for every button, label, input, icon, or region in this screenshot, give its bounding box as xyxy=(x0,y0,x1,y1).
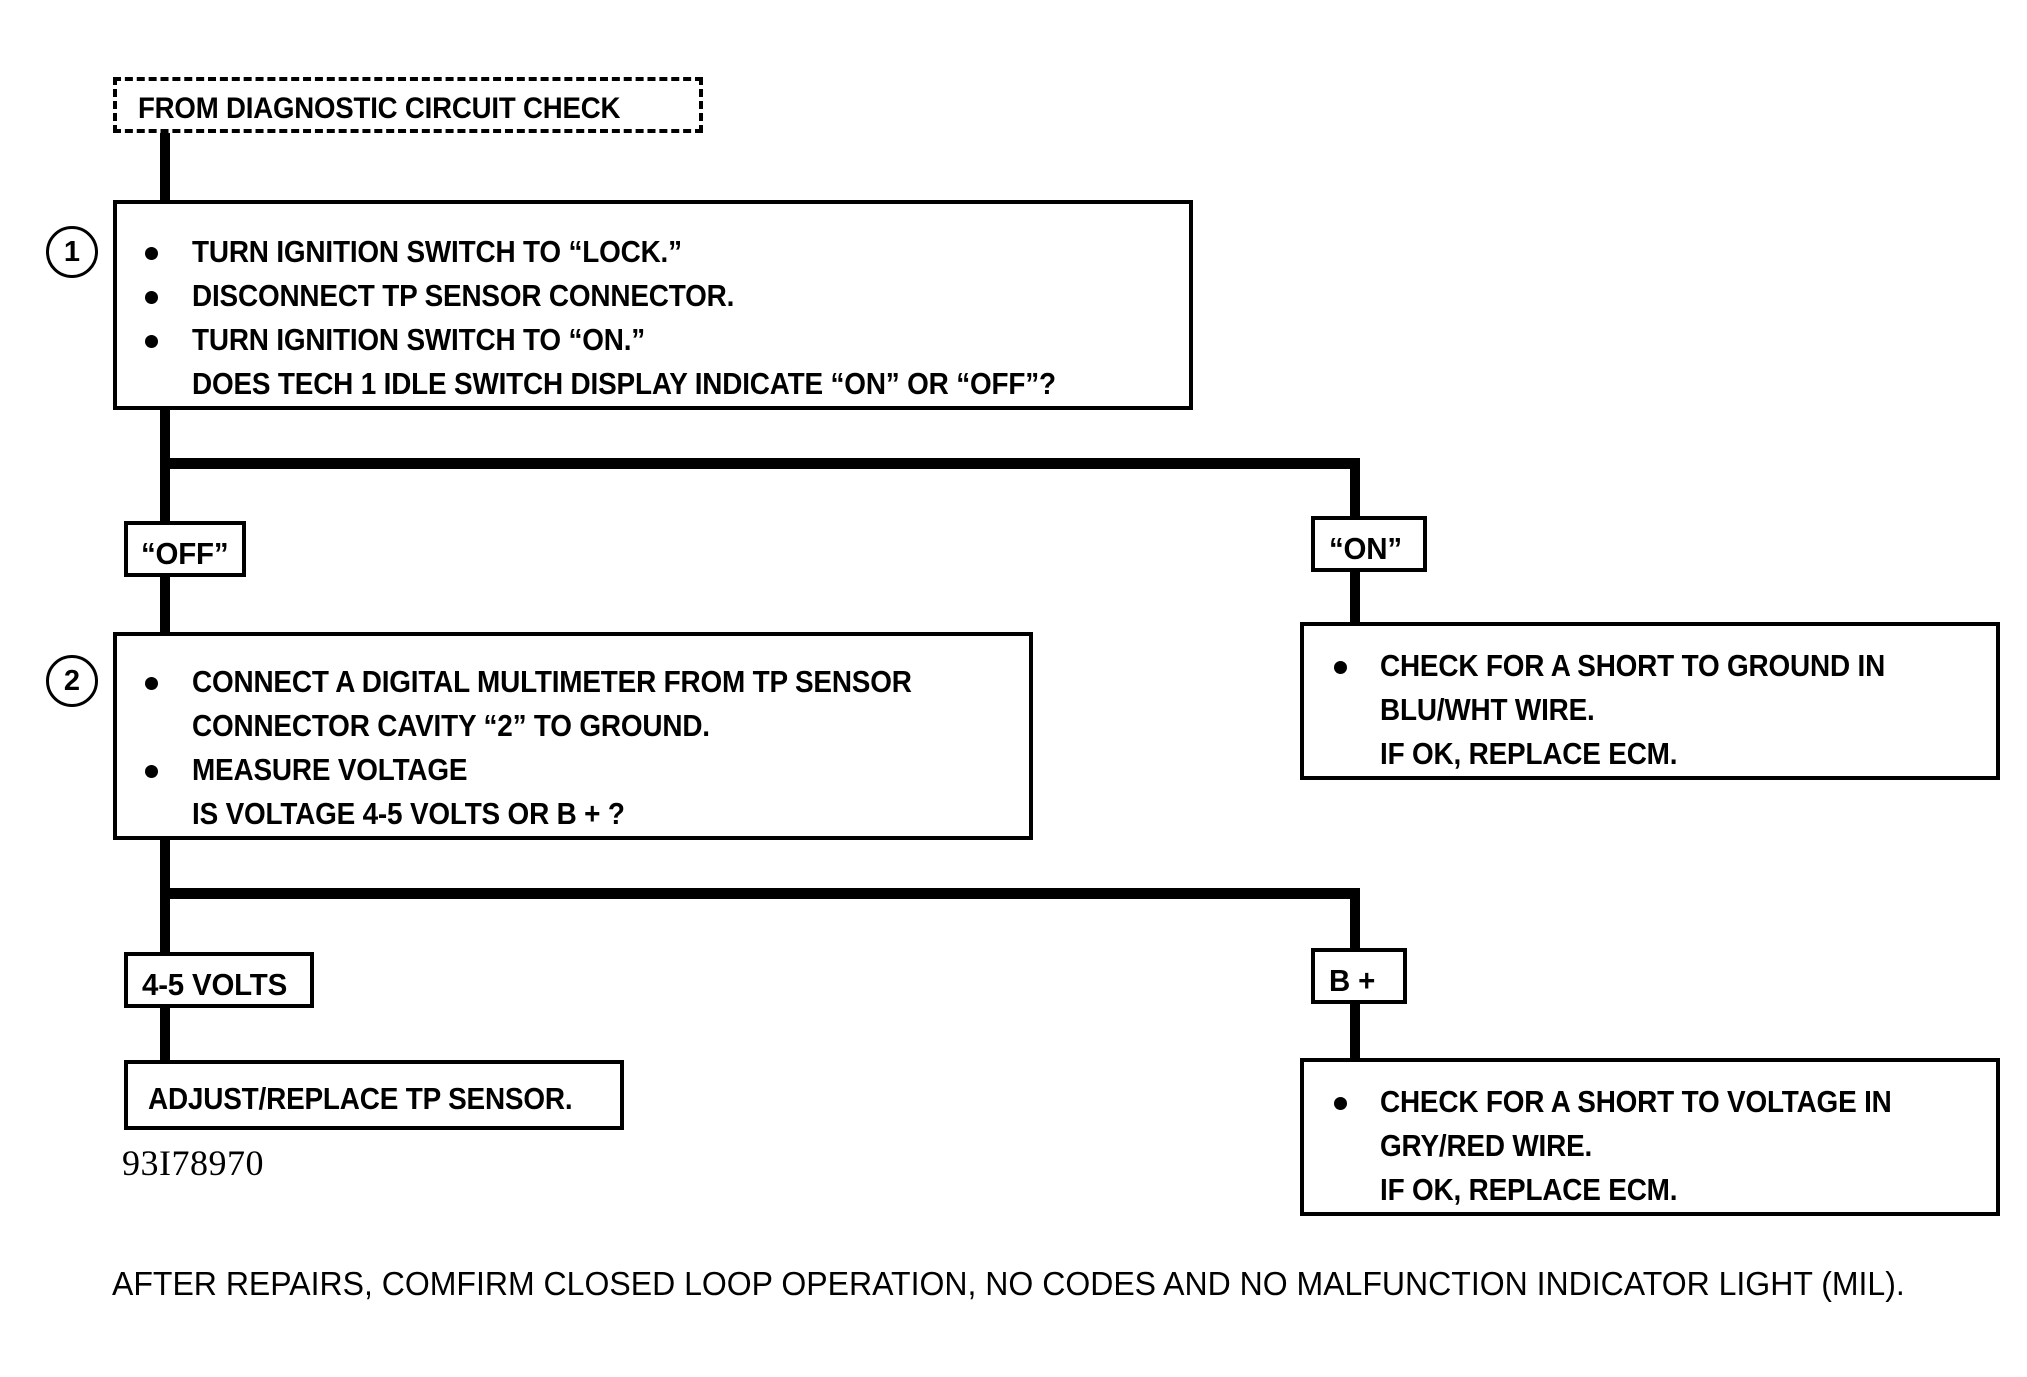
connector-bplus-to-voltage-box xyxy=(1350,1000,1360,1058)
list-item: CONNECT A DIGITAL MULTIMETER FROM TP SEN… xyxy=(117,660,1029,748)
step-1-number-label: 1 xyxy=(63,236,81,268)
connector-entry-to-step1 xyxy=(160,128,170,208)
branch-label-bplus-box: B + xyxy=(1311,948,1407,1004)
short-to-ground-line-2: BLU/WHT WIRE. xyxy=(1380,692,1595,727)
step-2-bullet-1-line-2: CONNECTOR CAVITY “2” TO GROUND. xyxy=(192,708,710,743)
connector-step1-to-on xyxy=(1350,458,1360,520)
step-2-number-label: 2 xyxy=(63,665,81,697)
branch-label-volts: 4-5 VOLTS xyxy=(142,967,288,1002)
branch-label-off-box: “OFF” xyxy=(124,521,246,577)
step-1-bullet-2-line-1: DISCONNECT TP SENSOR CONNECTOR. xyxy=(192,278,735,313)
connector-step1-stem xyxy=(160,405,170,545)
bullet-dot-icon xyxy=(1334,661,1347,674)
step-1-bullet-1-line-1: TURN IGNITION SWITCH TO “LOCK.” xyxy=(192,234,682,269)
step-2-number: 2 xyxy=(46,655,98,707)
step-2-bullet-2-line-1: MEASURE VOLTAGE xyxy=(192,752,468,787)
connector-step2-to-bplus xyxy=(1350,888,1360,950)
bullet-dot-icon xyxy=(145,291,158,304)
step-2-bullet-1-line-1: CONNECT A DIGITAL MULTIMETER FROM TP SEN… xyxy=(192,664,912,699)
figure-id-code: 93I78970 xyxy=(122,1143,264,1183)
connector-step2-bus xyxy=(160,888,1360,899)
step-1-number: 1 xyxy=(46,226,98,278)
short-to-ground-box: CHECK FOR A SHORT TO GROUND IN BLU/WHT W… xyxy=(1300,622,2000,780)
adjust-replace-line-1: ADJUST/REPLACE TP SENSOR. xyxy=(148,1081,573,1116)
bullet-dot-icon xyxy=(1334,1097,1347,1110)
short-to-ground-line-3: IF OK, REPLACE ECM. xyxy=(1380,736,1678,771)
step-1-bullet-3-line-1: TURN IGNITION SWITCH TO “ON.” xyxy=(192,322,646,357)
footer-note: AFTER REPAIRS, COMFIRM CLOSED LOOP OPERA… xyxy=(112,1265,1905,1302)
branch-label-bplus: B + xyxy=(1329,963,1376,998)
connector-volts-to-adjust-box xyxy=(160,1004,170,1062)
branch-label-volts-box: 4-5 VOLTS xyxy=(124,952,314,1008)
short-to-voltage-line-1: CHECK FOR A SHORT TO VOLTAGE IN xyxy=(1380,1084,1892,1119)
short-to-voltage-box: CHECK FOR A SHORT TO VOLTAGE IN GRY/RED … xyxy=(1300,1058,2000,1216)
connector-on-to-ground-box xyxy=(1350,568,1360,623)
connector-step1-bus xyxy=(160,458,1360,469)
step-1-bullet-list: TURN IGNITION SWITCH TO “LOCK.” DISCONNE… xyxy=(117,204,1189,406)
entry-box: FROM DIAGNOSTIC CIRCUIT CHECK xyxy=(113,77,703,133)
short-to-voltage-line-2: GRY/RED WIRE. xyxy=(1380,1128,1593,1163)
step-2-bullet-2-line-2: IS VOLTAGE 4-5 VOLTS OR B + ? xyxy=(192,796,625,831)
bullet-dot-icon xyxy=(145,677,158,690)
branch-label-on-box: “ON” xyxy=(1311,516,1427,572)
branch-label-on: “ON” xyxy=(1329,531,1402,566)
list-item: MEASURE VOLTAGE IS VOLTAGE 4-5 VOLTS OR … xyxy=(117,748,1029,836)
short-to-voltage-line-3: IF OK, REPLACE ECM. xyxy=(1380,1172,1678,1207)
bullet-dot-icon xyxy=(145,247,158,260)
step-2-bullet-list: CONNECT A DIGITAL MULTIMETER FROM TP SEN… xyxy=(117,636,1029,836)
list-item: TURN IGNITION SWITCH TO “ON.” DOES TECH … xyxy=(117,318,1189,406)
short-to-ground-line-1: CHECK FOR A SHORT TO GROUND IN xyxy=(1380,648,1886,683)
branch-label-off: “OFF” xyxy=(141,536,229,571)
connector-off-to-step2 xyxy=(160,572,170,632)
entry-label: FROM DIAGNOSTIC CIRCUIT CHECK xyxy=(138,92,621,125)
step-2-box: CONNECT A DIGITAL MULTIMETER FROM TP SEN… xyxy=(113,632,1033,840)
step-1-bullet-3-line-2: DOES TECH 1 IDLE SWITCH DISPLAY INDICATE… xyxy=(192,366,1056,401)
bullet-dot-icon xyxy=(145,335,158,348)
connector-step2-stem xyxy=(160,836,170,976)
list-item: TURN IGNITION SWITCH TO “LOCK.” xyxy=(117,230,1189,274)
step-1-box: TURN IGNITION SWITCH TO “LOCK.” DISCONNE… xyxy=(113,200,1193,410)
bullet-dot-icon xyxy=(145,765,158,778)
list-item: DISCONNECT TP SENSOR CONNECTOR. xyxy=(117,274,1189,318)
adjust-replace-box: ADJUST/REPLACE TP SENSOR. xyxy=(124,1060,624,1130)
